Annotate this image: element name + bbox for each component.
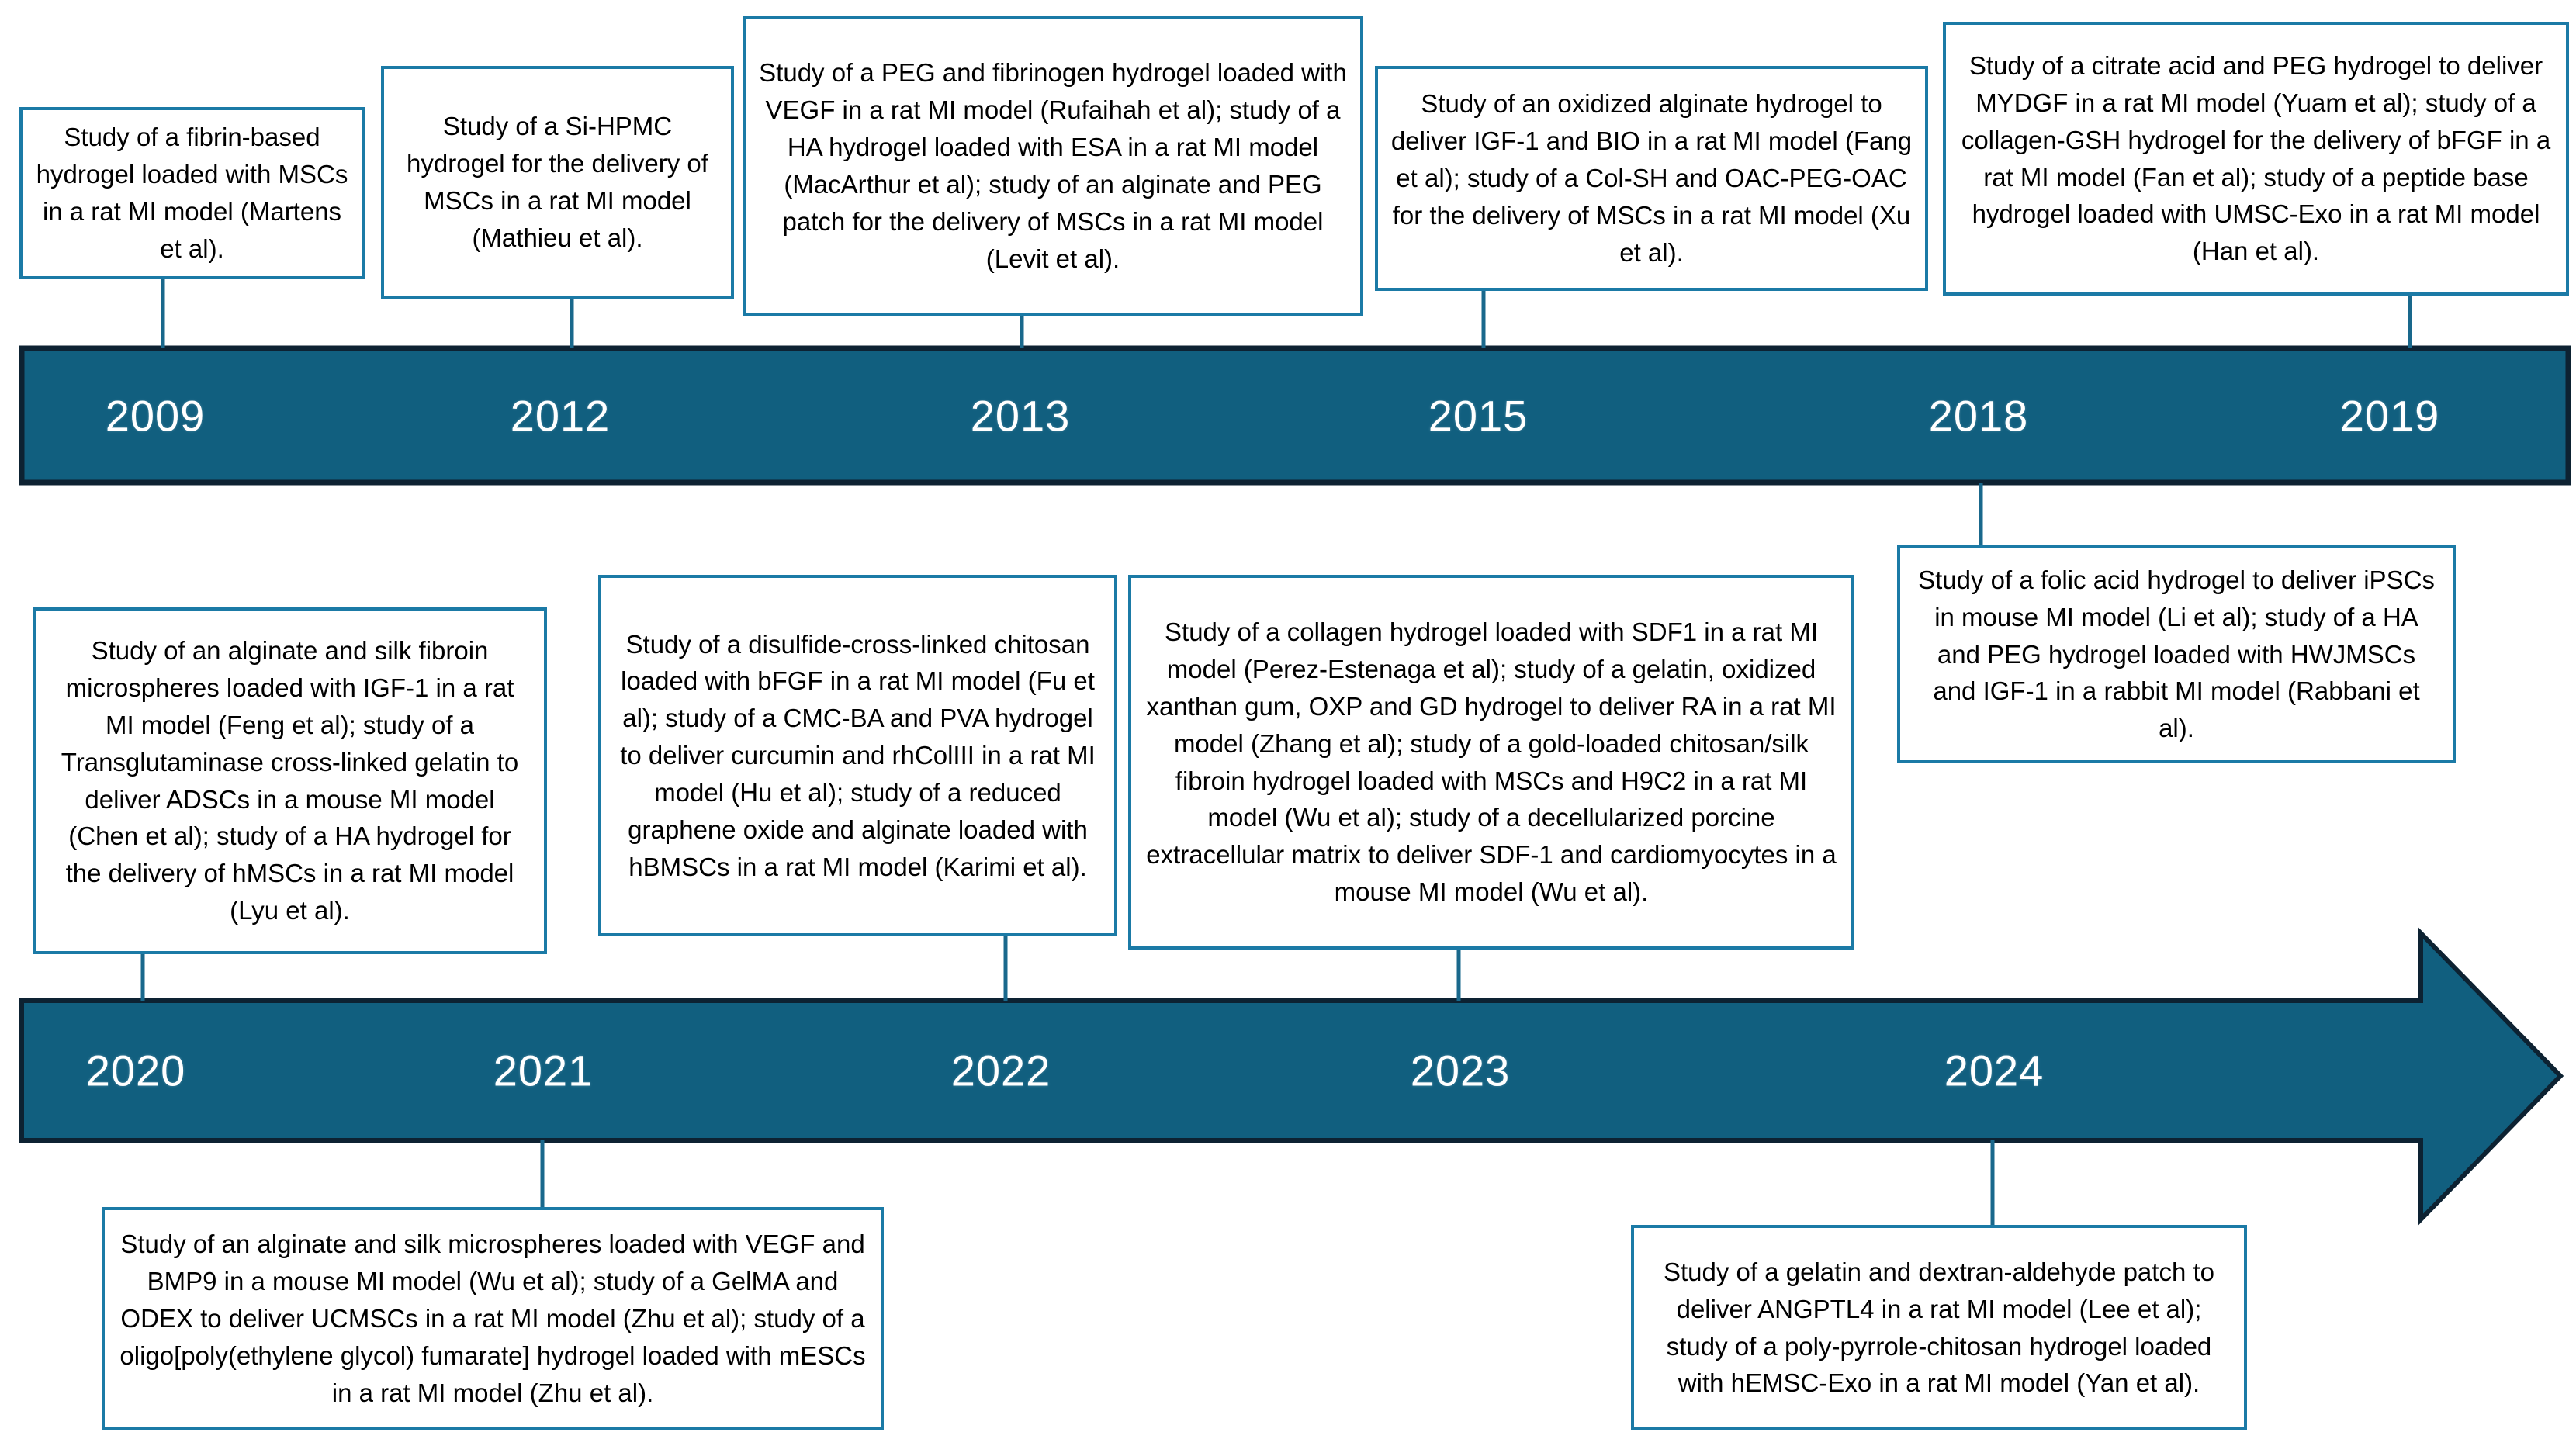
connector-2019: [2408, 296, 2412, 348]
event-box-text-2024: Study of a gelatin and dextran-aldehyde …: [1664, 1257, 2214, 1398]
connector-2013: [1020, 316, 1024, 348]
event-box-2013: Study of a PEG and fibrinogen hydrogel l…: [743, 16, 1363, 316]
event-box-text-2012: Study of a Si-HPMC hydrogel for the deli…: [407, 112, 708, 252]
year-label-2012: 2012: [510, 391, 611, 440]
event-box-2023: Study of a collagen hydrogel loaded with…: [1128, 575, 1854, 950]
timeline-bar-lower-arrow: [19, 927, 2564, 1226]
year-label-2021: 2021: [493, 1046, 594, 1095]
year-label-2019: 2019: [2339, 391, 2440, 440]
event-box-text-2021: Study of an alginate and silk microspher…: [119, 1230, 866, 1407]
event-box-2020: Study of an alginate and silk fibroin mi…: [33, 607, 547, 954]
connector-2020: [140, 954, 145, 1001]
event-box-2009: Study of a fibrin-based hydrogel loaded …: [19, 107, 365, 279]
timeline-bar-upper: [19, 345, 2571, 486]
event-box-2012: Study of a Si-HPMC hydrogel for the deli…: [381, 66, 734, 299]
event-box-text-2009: Study of a fibrin-based hydrogel loaded …: [36, 123, 348, 263]
event-box-text-2019: Study of a citrate acid and PEG hydrogel…: [1961, 50, 2551, 266]
connector-2012: [570, 299, 574, 348]
event-box-2024: Study of a gelatin and dextran-aldehyde …: [1631, 1225, 2247, 1430]
year-label-2009: 2009: [105, 391, 206, 440]
year-label-2013: 2013: [970, 391, 1071, 440]
connector-2024: [1990, 1140, 1995, 1225]
connector-2009: [161, 279, 165, 348]
event-box-2015: Study of an oxidized alginate hydrogel t…: [1375, 66, 1928, 291]
connector-2021: [540, 1140, 545, 1207]
year-label-2018: 2018: [1928, 391, 2029, 440]
connector-2018: [1979, 483, 1983, 545]
connector-2023: [1456, 950, 1461, 1001]
event-box-text-2020: Study of an alginate and silk fibroin mi…: [61, 636, 519, 925]
connector-2022: [1003, 936, 1008, 1001]
event-box-2019: Study of a citrate acid and PEG hydrogel…: [1943, 22, 2569, 296]
event-box-text-2015: Study of an oxidized alginate hydrogel t…: [1390, 89, 1913, 267]
event-box-2022: Study of a disulfide-cross-linked chitos…: [598, 575, 1117, 936]
year-label-2022: 2022: [950, 1046, 1051, 1095]
event-box-text-2018: Study of a folic acid hydrogel to delive…: [1918, 565, 2435, 743]
event-box-text-2023: Study of a collagen hydrogel loaded with…: [1146, 617, 1837, 907]
year-label-2023: 2023: [1410, 1046, 1511, 1095]
year-label-2024: 2024: [1944, 1046, 2045, 1095]
year-label-2015: 2015: [1428, 391, 1529, 440]
year-label-2020: 2020: [85, 1046, 186, 1095]
connector-2015: [1481, 291, 1486, 348]
event-box-2018: Study of a folic acid hydrogel to delive…: [1897, 545, 2456, 763]
event-box-2021: Study of an alginate and silk microspher…: [102, 1207, 884, 1430]
event-box-text-2022: Study of a disulfide-cross-linked chitos…: [620, 629, 1096, 881]
event-box-text-2013: Study of a PEG and fibrinogen hydrogel l…: [759, 58, 1347, 273]
